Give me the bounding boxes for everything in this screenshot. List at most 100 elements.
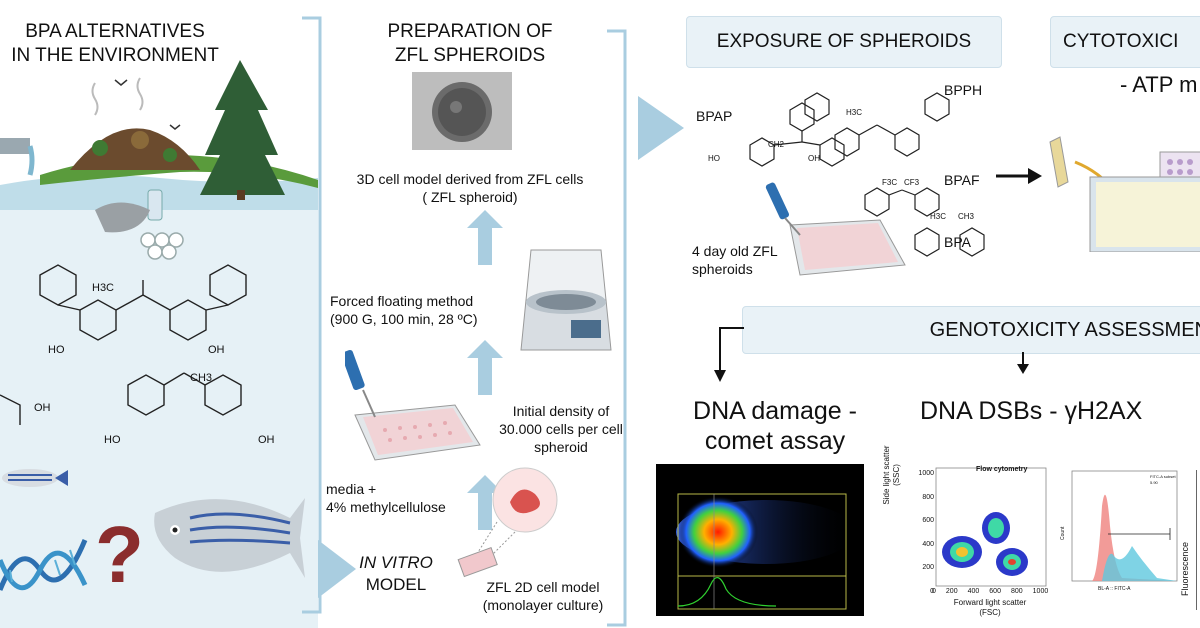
chem-ho-2: HO	[104, 434, 121, 446]
label-bpaf: BPAF	[944, 172, 980, 188]
up-arrows	[467, 210, 503, 530]
hist-xlabel: BL-A :: FITC-A	[1098, 586, 1131, 592]
panel1-title-line1: BPA ALTERNATIVES	[25, 21, 205, 42]
question-mark: ?	[95, 510, 144, 599]
chem-ch3: CH3	[190, 372, 213, 384]
scatter-xticks: 0 200 400 600 800 1000	[932, 588, 1048, 595]
arrow-to-cytotoxicity	[996, 168, 1042, 184]
forced-floating-line2: (900 G, 100 min, 28 ºC)	[330, 311, 478, 327]
flow-title: Flow cytometry	[976, 466, 1028, 473]
media-line1: media +	[326, 481, 377, 497]
dna-icon	[0, 539, 88, 591]
label-bpa: BPA	[944, 234, 971, 250]
atp-text: - ATP m	[1120, 72, 1198, 97]
cytotoxicity-banner: CYTOTOXICI	[1050, 16, 1200, 68]
arrow-to-dsbs	[1017, 352, 1029, 374]
density-line1: Initial density of	[512, 403, 610, 419]
ytick-1000: 1000	[918, 470, 934, 477]
edge-plot-border	[1196, 470, 1200, 610]
arrow-to-panel3	[638, 96, 684, 160]
dna-damage-line1: DNA damage -	[693, 397, 857, 425]
exposure-title: EXPOSURE OF SPHEROIDS	[716, 31, 972, 52]
chem-oh-3: OH	[258, 434, 275, 446]
zfl-2d-line2: (monolayer culture)	[482, 597, 604, 613]
spheroids-4day-text: 4 day old ZFL spheroids	[692, 242, 812, 278]
panel2-title: PREPARATION OF ZFL SPHEROIDS	[360, 20, 580, 68]
genotoxicity-title: GENOTOXICITY ASSESSMEN	[929, 318, 1200, 341]
fsc-axis-label: Forward light scatter (FSC)	[940, 598, 1040, 618]
dna-damage-title: DNA damage - comet assay	[685, 396, 865, 456]
chem-bpa-ch3: CH3	[958, 212, 975, 221]
label-bpph: BPPH	[944, 82, 983, 98]
hist-ylabel: Count	[1060, 526, 1066, 540]
ytick-400: 400	[922, 540, 934, 548]
density-text: Initial density of 30.000 cells per cell…	[486, 402, 636, 456]
spheroid-micrograph	[412, 72, 512, 150]
ssc-line1: Side light scatter	[882, 445, 891, 505]
comet-assay-image	[656, 464, 864, 616]
panel1-bracket	[302, 16, 322, 614]
preparation-panel: PREPARATION OF ZFL SPHEROIDS 3D cell mod…	[320, 0, 650, 628]
density-line2: 30.000 cells per cell	[499, 421, 623, 437]
chem-h3c: H3C	[92, 282, 115, 294]
ytick-800: 800	[922, 493, 934, 501]
fsc-line1: Forward light scatter	[953, 598, 1027, 607]
dna-dsbs-title: DNA DSBs - γH2AX	[920, 397, 1143, 425]
chem-oh-2: OH	[34, 402, 51, 414]
in-vitro-label: IN VITRO MODEL	[356, 552, 436, 596]
fluorescence-label: Fluorescence	[1180, 541, 1190, 596]
zfl-2d-line1: ZFL 2D cell model	[486, 579, 600, 595]
scatter-yticks: 1000 800 600 400 200 0	[912, 462, 934, 603]
flow-cytometry-scatter	[935, 467, 1047, 587]
arrow-to-panel2	[318, 540, 356, 598]
xtick-1000: 1000	[1032, 588, 1049, 595]
chem-oh-1: OH	[208, 344, 225, 356]
xtick-200: 200	[945, 588, 958, 595]
spheroids-4day-line1: 4 day old ZFL	[692, 243, 778, 259]
zfl-2d-text: ZFL 2D cell model (monolayer culture)	[468, 578, 618, 614]
xtick-600: 600	[989, 588, 1001, 595]
density-line3: spheroid	[534, 439, 588, 455]
label-bpap: BPAP	[696, 108, 733, 124]
arrow-to-comet	[714, 327, 744, 382]
panel2-title-line1: PREPARATION OF	[387, 21, 553, 42]
panel1-title: BPA ALTERNATIVES IN THE ENVIRONMENT	[0, 20, 230, 68]
spheroids-4day-line2: spheroids	[692, 261, 753, 277]
chem-bpaf-cf3: CF3	[904, 178, 920, 187]
panel2-title-line2: ZFL SPHEROIDS	[394, 45, 546, 66]
environment-illustration	[0, 60, 318, 260]
xtick-400: 400	[967, 588, 980, 595]
centrifuge-icon	[520, 249, 612, 351]
exposure-banner: EXPOSURE OF SPHEROIDS	[686, 16, 1002, 68]
hist-inset-line1: FITC-A subset	[1150, 474, 1176, 479]
cell-flask-icon	[457, 467, 558, 578]
ytick-0: 0	[930, 587, 934, 595]
in-vitro-line1: IN VITRO	[359, 553, 433, 572]
zebrafish-large-icon	[154, 498, 305, 578]
environment-panel: BPA ALTERNATIVES IN THE ENVIRONMENT	[0, 0, 330, 628]
flow-histogram	[1071, 470, 1178, 582]
xtick-800: 800	[1010, 588, 1023, 595]
chem-bpaf-f3c: F3C	[882, 178, 898, 187]
panel1-chemical-structures	[0, 264, 247, 425]
chem-ho: HO	[708, 154, 720, 163]
cytotoxicity-plates-icon	[1049, 136, 1200, 252]
chem-ho-1: HO	[48, 344, 65, 356]
spheroid-caption-line2: ( ZFL spheroid)	[422, 189, 518, 205]
spheroid-caption-line1: 3D cell model derived from ZFL cells	[356, 171, 584, 187]
forced-floating-line1: Forced floating method	[330, 293, 474, 309]
ssc-line2: (SSC)	[892, 464, 901, 486]
ssc-axis-label: Side light scatter (SSC)	[882, 430, 902, 520]
panel2-bracket	[607, 29, 627, 627]
zebrafish-small-icon	[2, 469, 68, 487]
ytick-200: 200	[922, 564, 934, 571]
chem-ch2: CH2	[768, 140, 785, 149]
fsc-line2: (FSC)	[979, 608, 1001, 617]
media-text: media + 4% methylcellulose	[326, 480, 466, 516]
hist-inset-line2: 5.90	[1150, 480, 1158, 485]
pipette-plate-icon	[345, 349, 481, 461]
spheroid-caption: 3D cell model derived from ZFL cells ( Z…	[350, 170, 590, 206]
media-line2: 4% methylcellulose	[326, 499, 446, 515]
genotoxicity-banner: GENOTOXICITY ASSESSMEN	[742, 306, 1200, 354]
